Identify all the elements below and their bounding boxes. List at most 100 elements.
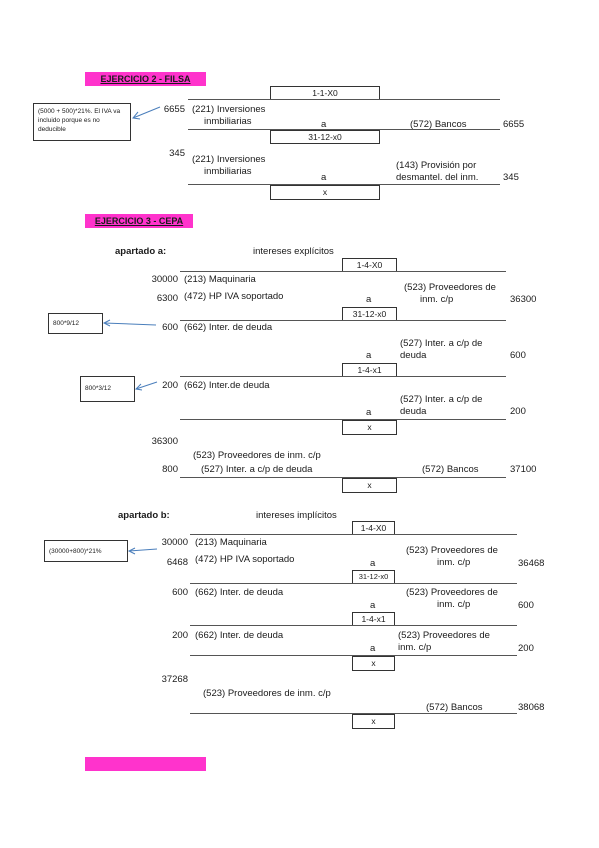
ex3a-acc-int3: (527) Inter. a c/p de deuda <box>201 464 313 475</box>
ex3b-credit1-line1: (523) Proveedores de <box>406 545 498 556</box>
ex3b-label: apartado b: <box>118 510 170 521</box>
ex3b-a3: a <box>370 643 376 654</box>
ex2-amt1: 6655 <box>163 104 185 115</box>
ex2-note: (5000 + 500)*21%. El IVA va incluido por… <box>33 103 131 141</box>
ex3a-x2-box: x <box>342 478 397 493</box>
ex3a-credit3-line1: (527) Inter. a c/p de <box>400 394 483 405</box>
ex3b-credit3-amt: 200 <box>518 643 534 654</box>
ex3a-credit4: (572) Bancos <box>422 464 479 475</box>
ex3b-credit4-amt: 38068 <box>518 702 545 713</box>
ex3b-credit2-line2: inm. c/p <box>437 599 471 610</box>
ex3a-x1-box: x <box>342 420 397 435</box>
ex2-acc2-line1: (221) Inversiones <box>192 154 266 165</box>
ex3a-subtitle: intereses explícitos <box>253 246 334 257</box>
ex3b-line3 <box>190 625 517 626</box>
ex3a-a1: a <box>366 294 372 305</box>
ex3b-x1-box: x <box>352 656 395 671</box>
ex2-acc1-line1: (221) Inversiones <box>192 104 266 115</box>
ex3a-line1 <box>180 271 506 272</box>
ex2-line1 <box>188 99 500 100</box>
ex3b-amt-total: 37268 <box>161 674 188 685</box>
ex3a-line2 <box>180 320 506 321</box>
ex3b-date3-box: 1-4-x1 <box>352 612 395 626</box>
ex2-credit1: (572) Bancos <box>410 119 467 130</box>
ex3a-credit1-line2: inm. c/p <box>420 294 454 305</box>
ex2-credit2-line1: (143) Provisión por <box>396 160 477 171</box>
ex3a-credit3-line2: deuda <box>400 406 427 417</box>
ex3a-credit1-amt: 36300 <box>510 294 537 305</box>
ex3a-credit2-line2: deuda <box>400 350 427 361</box>
ex3a-date1-box: 1-4-X0 <box>342 258 397 272</box>
ex3b-a2: a <box>370 600 376 611</box>
ex2-line2 <box>188 129 500 130</box>
ex2-a1: a <box>321 119 327 130</box>
ex3a-date3-box: 1-4-x1 <box>342 363 397 377</box>
ex3a-line5 <box>180 477 506 478</box>
ex3b-credit2-amt: 600 <box>518 600 534 611</box>
ex3a-amt-int3: 800 <box>162 464 178 475</box>
ex3a-amt-int1: 600 <box>162 322 178 333</box>
ex2-credit1-amt: 6655 <box>503 119 525 130</box>
ex3a-amt-prov: 36300 <box>151 436 178 447</box>
ex2-line3 <box>188 184 500 185</box>
ex3b-credit3-line1: (523) Proveedores de <box>398 630 490 641</box>
ex3b-subtitle: intereses implícitos <box>256 510 337 521</box>
ex3a-line4 <box>180 419 506 420</box>
ex3a-note2: 800*3/12 <box>80 376 135 402</box>
empty-header-bar <box>85 757 206 771</box>
ex3a-acc-int2: (662) Inter.de deuda <box>184 380 270 391</box>
ex2-credit2-amt: 345 <box>503 172 519 183</box>
ex2-header: EJERCICIO 2 - FILSA <box>85 72 206 86</box>
ex3b-date2-box: 31-12-x0 <box>352 570 395 584</box>
ex3b-a1: a <box>370 558 376 569</box>
ex3b-credit1-line2: inm. c/p <box>437 557 471 568</box>
ex3b-acc-prov: (523) Proveedores de inm. c/p <box>203 688 331 699</box>
ex3b-amt-iva: 6468 <box>166 557 188 568</box>
ex3a-acc-maq: (213) Maquinaria <box>184 274 256 285</box>
ex3a-line3 <box>180 376 506 377</box>
ex3b-line1 <box>190 534 517 535</box>
ex2-acc2-line2: inmbiliarias <box>204 166 252 177</box>
ex3b-amt-maq: 30000 <box>161 537 188 548</box>
ex3b-amt-int1: 600 <box>172 587 188 598</box>
ex3a-a3: a <box>366 407 372 418</box>
ex3b-acc-int1: (662) Inter. de deuda <box>195 587 284 598</box>
ex3a-credit4-amt: 37100 <box>510 464 537 475</box>
ex3b-line2 <box>190 583 517 584</box>
ex3b-line5 <box>190 713 517 714</box>
ex3a-amt-iva: 6300 <box>156 293 178 304</box>
ex3b-line4 <box>190 655 517 656</box>
ex3b-note: (30000+800)*21% <box>44 540 128 562</box>
ex3b-credit1-amt: 36468 <box>518 558 545 569</box>
ex3a-amt-int2: 200 <box>162 380 178 391</box>
ex3a-acc-int1: (662) Inter. de deuda <box>184 322 273 333</box>
ex2-date2-box: 31-12-x0 <box>270 130 380 144</box>
ex3b-credit2-line1: (523) Proveedores de <box>406 587 498 598</box>
ex3a-label: apartado a: <box>115 246 167 257</box>
ex2-a2: a <box>321 172 327 183</box>
ex3b-acc-maq: (213) Maquinaria <box>195 537 267 548</box>
ex3b-credit3-line2: inm. c/p <box>398 642 432 653</box>
ex3b-acc-iva: (472) HP IVA soportado <box>195 554 295 565</box>
ex3b-acc-int2: (662) Inter. de deuda <box>195 630 284 641</box>
ex3a-acc-iva: (472) HP IVA soportado <box>184 291 284 302</box>
ex3a-acc-prov: (523) Proveedores de inm. c/p <box>193 450 321 461</box>
ex2-credit2-line2: desmantel. del inm. <box>396 172 479 183</box>
ex3a-credit1-line1: (523) Proveedores de <box>404 282 496 293</box>
ex3a-amt-maq: 30000 <box>151 274 178 285</box>
ex3-header: EJERCICIO 3 - CEPA <box>85 214 193 228</box>
ex3b-credit4: (572) Bancos <box>426 702 483 713</box>
ex3a-a2: a <box>366 350 372 361</box>
ex3b-amt-int2: 200 <box>172 630 188 641</box>
ex3a-credit2-amt: 600 <box>510 350 526 361</box>
ex2-x-box: x <box>270 185 380 200</box>
ex3a-note1: 800*9/12 <box>48 313 103 334</box>
ex3a-credit2-line1: (527) Inter. a c/p de <box>400 338 483 349</box>
ex3a-credit3-amt: 200 <box>510 406 526 417</box>
ex2-acc1-line2: inmbiliarias <box>204 116 252 127</box>
ex2-amt2: 345 <box>169 148 185 159</box>
